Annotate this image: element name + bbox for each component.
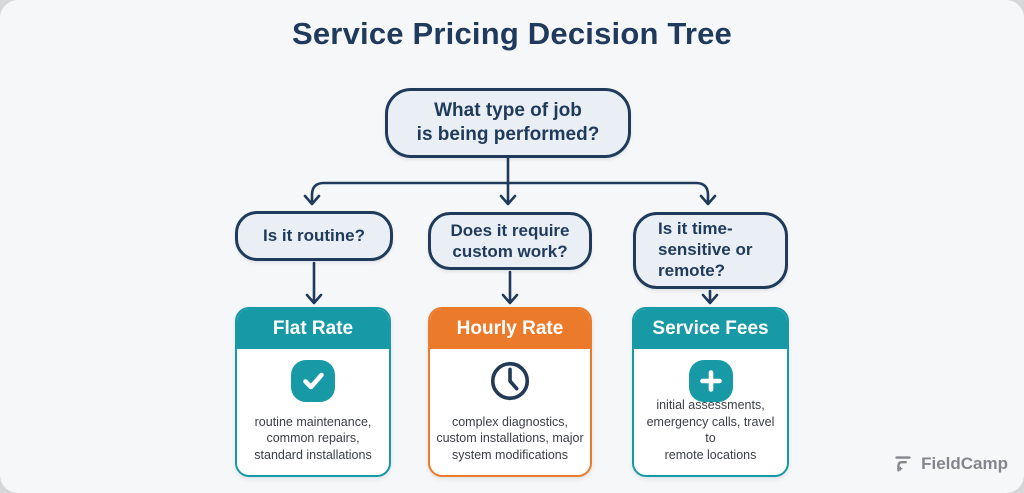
question-line: Is it routine?	[263, 226, 365, 245]
question-line: Does it require	[450, 220, 570, 240]
arrowhead-right	[699, 194, 717, 206]
card-description-line: standard installations	[254, 447, 372, 462]
root-question-node: What type of job is being performed?	[385, 88, 631, 158]
card-description-line: emergency calls, travel to	[646, 414, 775, 446]
fieldcamp-logo: FieldCamp	[892, 453, 1008, 475]
root-question-line: is being performed?	[416, 124, 600, 145]
card-description: routine maintenance, common repairs, sta…	[243, 414, 383, 464]
question-node-time-sensitive: Is it time- sensitive or remote?	[633, 212, 788, 289]
arrowhead-q2	[501, 293, 519, 305]
question-line: sensitive or	[658, 240, 753, 260]
arrowhead-q1	[305, 293, 323, 305]
card-description-line: initial assessments,	[656, 398, 765, 412]
card-description-line: routine maintenance,	[254, 414, 372, 429]
root-question-line: What type of job	[434, 100, 582, 122]
question-line: Is it time-	[658, 219, 733, 239]
card-flat-rate-header: Flat Rate	[237, 309, 389, 349]
question-line: remote?	[658, 260, 726, 280]
card-hourly-rate-header: Hourly Rate	[430, 309, 590, 349]
card-service-fees-header: Service Fees	[634, 309, 787, 349]
question-node-routine: Is it routine?	[235, 211, 393, 261]
branch-right-line	[506, 181, 710, 205]
branch-left-line	[310, 181, 510, 205]
card-description-line: system modifications	[451, 447, 568, 462]
arrowhead-left	[303, 194, 321, 206]
question-line: custom work?	[452, 242, 568, 261]
arrowhead-q3	[701, 293, 719, 305]
card-description-line: common repairs,	[266, 431, 360, 445]
card-service-fees: Service Fees initial assessments, emerge…	[632, 307, 789, 477]
card-description: initial assessments, emergency calls, tr…	[640, 397, 781, 463]
card-hourly-rate: Hourly Rate complex diagnostics, custom …	[428, 307, 592, 477]
question-node-custom-work: Does it require custom work?	[428, 212, 592, 270]
arrowhead-center	[499, 194, 517, 206]
fieldcamp-logo-icon	[895, 456, 911, 472]
card-icon-area	[688, 359, 733, 403]
clock-icon	[490, 361, 530, 401]
card-description: complex diagnostics, custom installation…	[436, 414, 584, 464]
page-title: Service Pricing Decision Tree	[291, 16, 732, 51]
card-icon-area	[291, 359, 335, 403]
card-description-line: remote locations	[664, 447, 757, 462]
card-description-line: custom installations, major	[436, 431, 584, 445]
fieldcamp-logo-text: FieldCamp	[921, 454, 1008, 473]
plus-icon	[688, 360, 733, 402]
card-icon-area	[487, 359, 533, 403]
card-flat-rate: Flat Rate routine maintenance, common re…	[235, 307, 391, 477]
check-icon	[291, 360, 335, 402]
card-description-line: complex diagnostics,	[451, 414, 569, 429]
